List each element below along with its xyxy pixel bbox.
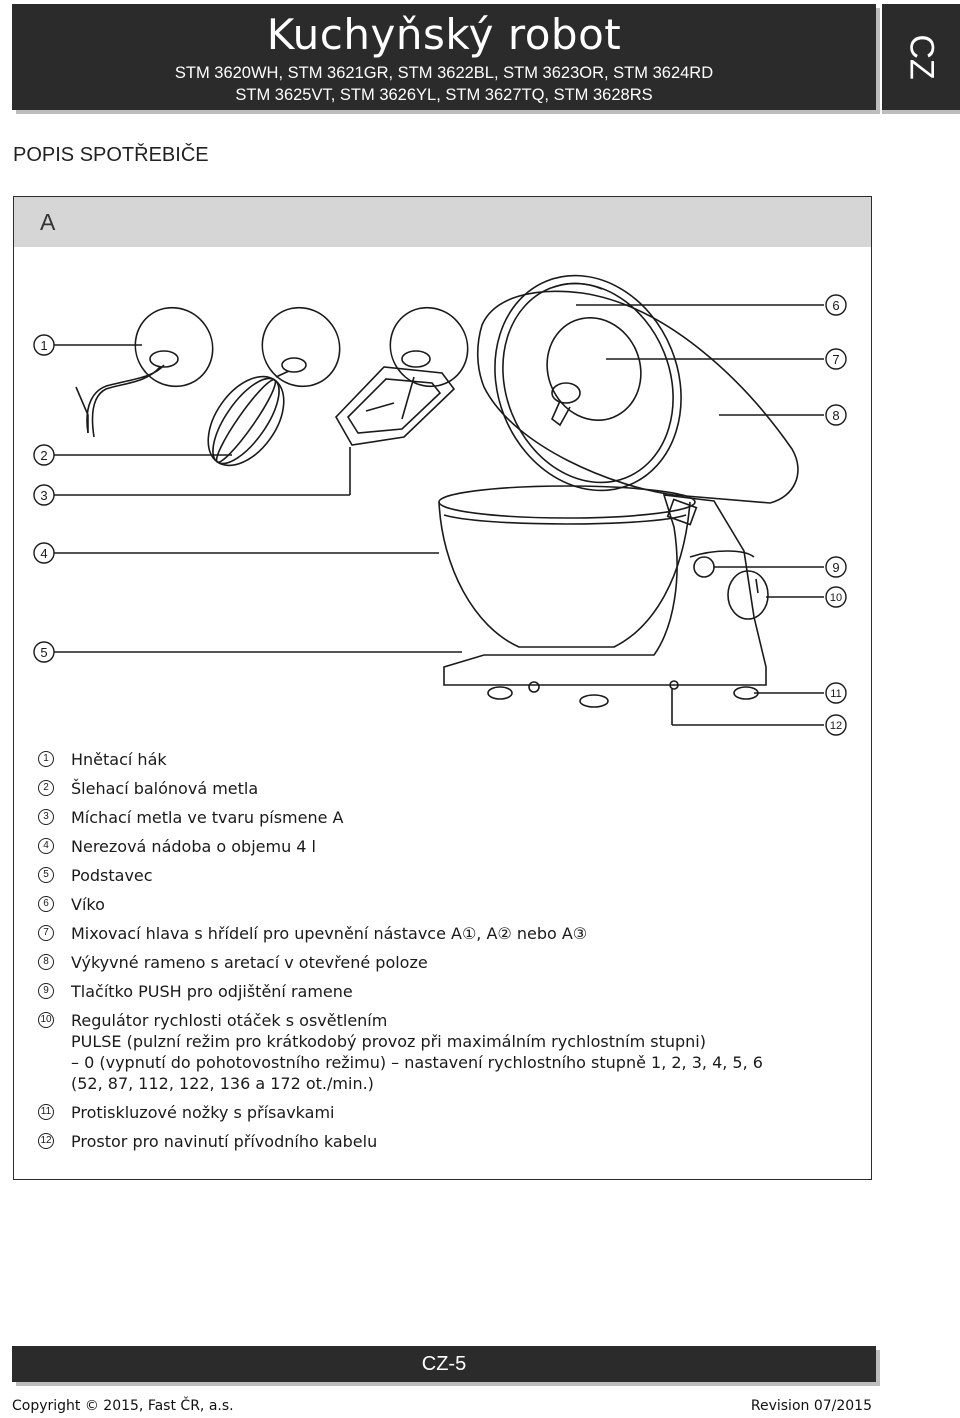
legend-number: 8: [38, 954, 54, 970]
legend-text: Míchací metla ve tvaru písmene A: [71, 808, 344, 827]
legend-number: 1: [38, 751, 54, 767]
legend-text: Tlačítko PUSH pro odjištění ramene: [71, 982, 353, 1001]
header-banner: Kuchyňský robot STM 3620WH, STM 3621GR, …: [12, 4, 876, 110]
svg-text:7: 7: [832, 352, 839, 367]
legend-subtext: (52, 87, 112, 122, 136 a 172 ot./min.): [71, 1074, 374, 1093]
svg-text:4: 4: [40, 546, 47, 561]
legend-text: Prostor pro navinutí přívodního kabelu: [71, 1132, 378, 1151]
legend-number: 12: [38, 1133, 54, 1149]
legend-subtext: – 0 (vypnutí do pohotovostního režimu) –…: [71, 1053, 763, 1072]
legend-number: 2: [38, 780, 54, 796]
svg-text:1: 1: [40, 338, 47, 353]
page-number-bar: CZ-5: [12, 1346, 876, 1382]
language-code: CZ: [902, 34, 941, 80]
figure-label: A: [40, 209, 56, 235]
svg-text:8: 8: [832, 408, 839, 423]
legend-number: 3: [38, 809, 54, 825]
flat-beater-illustration: [335, 306, 469, 446]
stand-mixer-illustration: [438, 274, 799, 708]
legend-text: Víko: [71, 895, 105, 914]
legend-number: 6: [38, 896, 54, 912]
appliance-diagram: 1 2 3 4 5 6 7 8 9 10 11 12: [33, 274, 847, 736]
svg-text:9: 9: [832, 560, 839, 575]
legend-text: Mixovací hlava s hřídelí pro upevnění ná…: [71, 924, 588, 943]
svg-text:12: 12: [830, 720, 842, 732]
callout-4: 4: [33, 542, 55, 564]
legend-item: 11 Protiskluzové nožky s přísavkami: [38, 1102, 838, 1123]
callout-9: 9: [825, 556, 847, 578]
figure-header: A: [14, 197, 871, 247]
svg-text:6: 6: [832, 298, 839, 313]
callout-3: 3: [33, 484, 55, 506]
language-tab: CZ: [882, 4, 960, 110]
callout-2: 2: [33, 444, 55, 466]
legend-text: Hnětací hák: [71, 750, 167, 769]
legend-text: Nerezová nádoba o objemu 4 l: [71, 837, 316, 856]
callout-7: 7: [825, 348, 847, 370]
page-number: CZ-5: [421, 1353, 467, 1375]
legend-number: 9: [38, 983, 54, 999]
legend-number: 4: [38, 838, 54, 854]
callout-1: 1: [33, 334, 55, 356]
callout-12: 12: [825, 714, 847, 736]
legend-item: 8 Výkyvné rameno s aretací v otevřené pol…: [38, 952, 838, 973]
section-title: POPIS SPOTŘEBIČE: [13, 144, 209, 166]
legend-subtext: PULSE (pulzní režim pro krátkodobý provo…: [71, 1032, 706, 1051]
page-title: Kuchyňský robot: [266, 10, 622, 59]
callout-5: 5: [33, 641, 55, 663]
legend-text: Regulátor rychlosti otáček s osvětlením: [71, 1011, 388, 1030]
dough-hook-illustration: [75, 306, 214, 438]
leader-lines: [54, 304, 824, 726]
legend-item: 2 Šlehací balónová metla: [38, 778, 838, 799]
legend-item: 5 Podstavec: [38, 865, 838, 886]
callout-11: 11: [825, 682, 847, 704]
legend-item: 6 Víko: [38, 894, 838, 915]
models-line-1: STM 3620WH, STM 3621GR, STM 3622BL, STM …: [174, 64, 714, 82]
legend-text: Podstavec: [71, 866, 153, 885]
copyright-text: Copyright © 2015, Fast ČR, a.s.: [12, 1398, 234, 1414]
callout-numbers: 1 2 3 4 5 6 7 8 9 10 11 12: [33, 294, 847, 736]
legend-number: 11: [38, 1104, 54, 1120]
legend-text: Výkyvné rameno s aretací v otevřené polo…: [71, 953, 428, 972]
legend-item: 1 Hnětací hák: [38, 749, 838, 770]
legend-item: 7 Mixovací hlava s hřídelí pro upevnění n…: [38, 923, 838, 944]
legend-number: 5: [38, 867, 54, 883]
callout-6: 6: [825, 294, 847, 316]
legend-item: 3 Míchací metla ve tvaru písmene A: [38, 807, 838, 828]
parts-legend: 1 Hnětací hák 2 Šlehací balónová metla 3 Mí…: [38, 749, 838, 1160]
legend-number: 7: [38, 925, 54, 941]
legend-item: 10 Regulátor rychlosti otáček s osvětlen…: [38, 1010, 838, 1094]
legend-text: Šlehací balónová metla: [71, 779, 259, 798]
callout-8: 8: [825, 404, 847, 426]
legend-item: 12 Prostor pro navinutí přívodního kabelu: [38, 1131, 838, 1152]
svg-text:2: 2: [40, 448, 47, 463]
legend-number: 10: [38, 1012, 54, 1028]
svg-text:11: 11: [830, 688, 841, 700]
models-line-2: STM 3625VT, STM 3626YL, STM 3627TQ, STM …: [235, 86, 653, 104]
revision-text: Revision 07/2015: [750, 1398, 872, 1414]
svg-text:5: 5: [40, 645, 47, 660]
legend-item: 4 Nerezová nádoba o objemu 4 l: [38, 836, 838, 857]
legend-text: Protiskluzové nožky s přísavkami: [71, 1103, 335, 1122]
svg-text:3: 3: [40, 488, 47, 503]
description-panel: A: [13, 196, 872, 1180]
legend-item: 9 Tlačítko PUSH pro odjištění ramene: [38, 981, 838, 1002]
svg-text:10: 10: [830, 592, 842, 604]
callout-10: 10: [825, 586, 847, 608]
balloon-whisk-illustration: [207, 306, 341, 467]
